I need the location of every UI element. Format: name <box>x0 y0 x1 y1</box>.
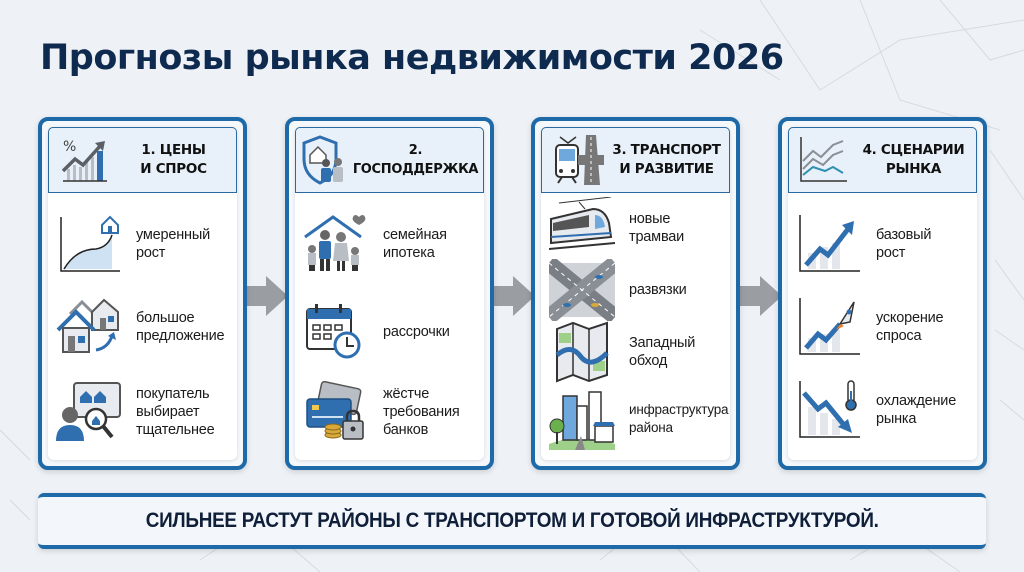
map-icon <box>555 321 609 383</box>
panel-header: 2. ГОСПОДДЕРЖКА <box>295 127 484 193</box>
item-label: ускорение спроса <box>876 310 944 344</box>
list-item: семейная ипотека <box>303 209 480 279</box>
panel-title: 3. ТРАНСПОРТ И РАЗВИТИЕ <box>612 142 721 177</box>
arrow-right-icon <box>236 276 288 316</box>
list-item: ускорение спроса <box>796 292 973 362</box>
page-title: Прогнозы рынка недвижимости 2026 <box>40 38 784 78</box>
list-item: покупатель выбирает тщательнее <box>56 377 233 447</box>
list-item: умеренный рост <box>56 209 233 279</box>
panel-state-support: 2. ГОСПОДДЕРЖКА семейная ипотека <box>285 117 494 470</box>
list-item: базовый рост <box>796 209 973 279</box>
card-lock-icon <box>306 381 364 440</box>
item-label: большое предложение <box>136 310 225 344</box>
list-item: Западный обход <box>549 321 726 383</box>
panel-title: 1. ЦЕНЫ И СПРОС <box>140 142 207 177</box>
list-item: развязки <box>549 259 726 321</box>
list-item: жёстче требования банков <box>303 377 480 447</box>
list-item: большое предложение <box>56 292 233 362</box>
summary-banner: СИЛЬНЕЕ РАСТУТ РАЙОНЫ С ТРАНСПОРТОМ И ГО… <box>38 493 986 549</box>
moderate-growth-chart-icon <box>60 215 120 272</box>
price-growth-chart-icon: % <box>61 139 107 182</box>
city-infrastructure-icon <box>549 391 615 450</box>
tram-road-icon <box>555 135 604 185</box>
tram-icon <box>549 197 615 250</box>
item-label: развязки <box>629 282 687 298</box>
summary-text: СИЛЬНЕЕ РАСТУТ РАЙОНЫ С ТРАНСПОРТОМ И ГО… <box>145 509 879 532</box>
base-growth-icon <box>799 215 860 272</box>
item-label: рассрочки <box>383 324 450 340</box>
list-item: инфраструктура района <box>549 383 729 455</box>
panel-market-scenarios: 4. СЦЕНАРИИ РЫНКА базовый рост ускорение… <box>778 117 987 470</box>
scenarios-chart-icon <box>800 137 847 182</box>
item-label: базовый рост <box>876 227 932 261</box>
panel-title: 4. СЦЕНАРИИ РЫНКА <box>862 142 965 177</box>
item-label: инфраструктура района <box>629 402 729 435</box>
calendar-clock-icon <box>306 304 361 359</box>
list-item: новые трамваи <box>549 197 726 259</box>
panel-header: 4. СЦЕНАРИИ РЫНКА <box>788 127 977 193</box>
list-item: рассрочки <box>303 297 480 367</box>
item-label: семейная ипотека <box>383 227 447 261</box>
arrow-right-icon <box>483 276 535 316</box>
panel-header: 3. ТРАНСПОРТ И РАЗВИТИЕ <box>541 127 730 193</box>
item-label: Западный обход <box>629 335 696 369</box>
buyer-search-icon <box>56 382 121 441</box>
panel-header: % 1. ЦЕНЫ И СПРОС <box>48 127 237 193</box>
arrow-right-icon <box>730 276 782 316</box>
cooling-market-icon <box>799 380 860 438</box>
panel-title: 2. ГОСПОДДЕРЖКА <box>352 143 479 177</box>
family-house-icon <box>304 215 366 271</box>
panel-transport-development: 3. ТРАНСПОРТ И РАЗВИТИЕ новые трамваи <box>531 117 740 470</box>
rocket-growth-icon <box>799 298 860 355</box>
svg-text:%: % <box>63 139 76 155</box>
item-label: новые трамваи <box>629 211 685 245</box>
shield-family-icon <box>302 135 343 185</box>
item-label: покупатель выбирает тщательнее <box>136 386 215 438</box>
item-label: жёстче требования банков <box>383 386 460 438</box>
panel-prices-demand: % 1. ЦЕНЫ И СПРОС умеренный рост <box>38 117 247 470</box>
houses-supply-icon <box>56 298 119 353</box>
item-label: умеренный рост <box>136 227 210 261</box>
item-label: охлаждение рынка <box>876 393 957 427</box>
interchange-icon <box>549 259 615 321</box>
list-item: охлаждение рынка <box>796 375 973 445</box>
